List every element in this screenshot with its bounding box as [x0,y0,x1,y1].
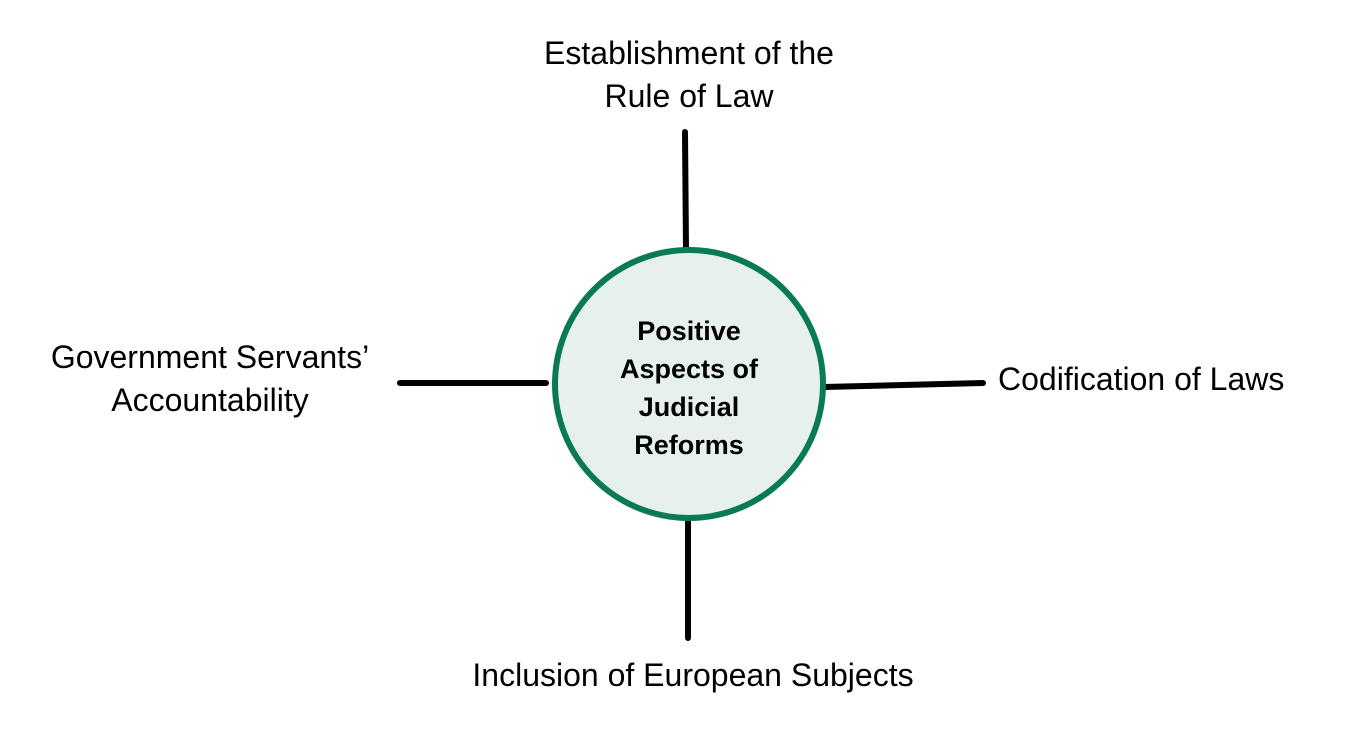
center-label-line: Aspects of [619,354,759,384]
branch-label-line: Establishment of the [544,35,834,71]
branch-label-line: Inclusion of European Subjects [472,657,914,693]
branch-label-line: Rule of Law [604,78,774,114]
connector-right [821,380,986,390]
connector-top [682,129,689,253]
branch-label-right: Codification of Laws [998,358,1284,401]
branch-label-top: Establishment of the Rule of Law [489,32,889,118]
center-label-line: Positive [637,316,741,346]
center-label-line: Judicial [638,392,740,422]
center-node-circle [552,247,826,521]
center-label-line: Reforms [634,430,744,460]
branch-label-left: Government Servants’ Accountability [0,336,420,422]
center-node-label: Positive Aspects of Judicial Reforms [574,312,804,464]
branch-label-line: Codification of Laws [998,361,1285,397]
branch-label-bottom: Inclusion of European Subjects [388,654,998,697]
branch-label-line: Accountability [111,382,309,418]
branch-label-line: Government Servants’ [50,339,370,375]
